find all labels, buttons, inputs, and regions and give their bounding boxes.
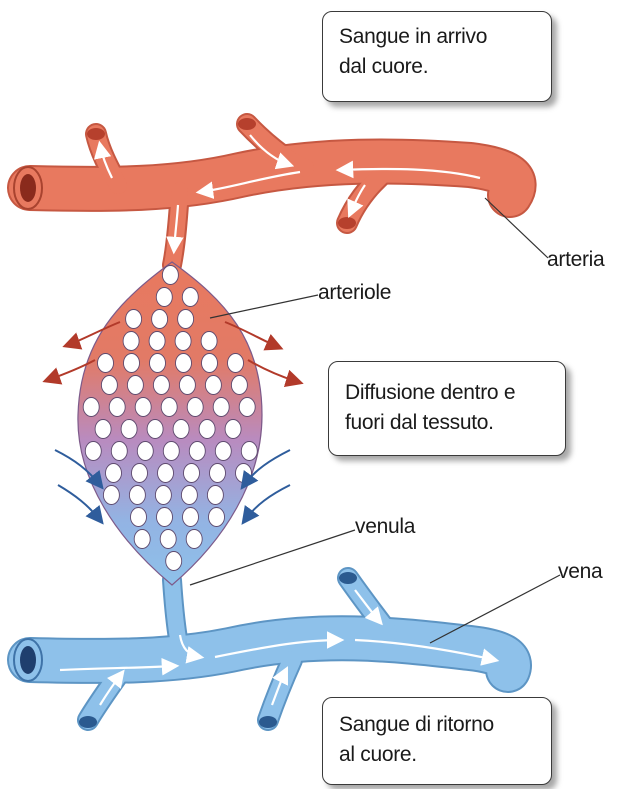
capillary-gap xyxy=(157,508,173,527)
capillary-gap xyxy=(98,354,114,373)
label-arteria: arteria xyxy=(547,248,604,272)
artery-branch-opening xyxy=(238,118,256,130)
label-vena: vena xyxy=(558,560,602,584)
capillary-gap xyxy=(123,332,139,351)
label-venula: venula xyxy=(355,515,415,539)
capillary-gap xyxy=(134,530,150,549)
capillary-gap xyxy=(184,464,200,483)
capillary-gap xyxy=(155,486,171,505)
capillary-gap xyxy=(173,420,189,439)
capillary-gap xyxy=(215,442,231,461)
capillary-gap xyxy=(137,442,153,461)
capillary-gap xyxy=(241,442,257,461)
capillary-gap xyxy=(181,486,197,505)
capillary-gap xyxy=(129,486,145,505)
capillary-gap xyxy=(162,266,178,285)
vein-lumen xyxy=(20,646,36,674)
capillary-gap xyxy=(121,420,137,439)
capillary-gap xyxy=(161,398,177,417)
capillary-gap xyxy=(103,486,119,505)
capillary-gap xyxy=(135,398,151,417)
capillary-gap xyxy=(189,442,205,461)
callout-top-line2: dal cuore. xyxy=(339,52,535,82)
capillary-gap xyxy=(158,464,174,483)
callout-blood-from-heart: Sangue in arrivo dal cuore. xyxy=(322,11,552,102)
capillary-gap xyxy=(178,310,194,329)
capillary-gap xyxy=(85,442,101,461)
capillary-gap xyxy=(149,332,165,351)
callout-mid-line2: fuori dal tessuto. xyxy=(345,408,549,438)
artery-branch-opening xyxy=(87,128,105,140)
capillary-gap xyxy=(210,464,226,483)
callout-bot-line2: al cuore. xyxy=(339,740,535,770)
capillary-gap xyxy=(175,332,191,351)
artery xyxy=(30,124,514,265)
capillary-gap xyxy=(150,354,166,373)
callout-bot-line1: Sangue di ritorno xyxy=(339,710,535,740)
capillary-gap xyxy=(83,398,99,417)
label-arteriole: arteriole xyxy=(318,281,391,305)
capillary-gap xyxy=(95,420,111,439)
vein-branch-opening xyxy=(259,716,277,728)
capillary-gap xyxy=(101,376,117,395)
callout-blood-to-heart: Sangue di ritorno al cuore. xyxy=(322,697,552,785)
capillary-gap xyxy=(111,442,127,461)
capillary-gap xyxy=(201,332,217,351)
vein-branch-opening xyxy=(79,716,97,728)
capillary-gap xyxy=(225,420,241,439)
vein-branch-opening xyxy=(339,572,357,584)
capillary-gap xyxy=(202,354,218,373)
capillary-gap xyxy=(106,464,122,483)
callout-mid-line1: Diffusione dentro e xyxy=(345,378,549,408)
capillary-gap xyxy=(231,376,247,395)
capillary-gap xyxy=(109,398,125,417)
capillary-gap xyxy=(186,530,202,549)
capillary-gap xyxy=(182,288,198,307)
callout-diffusion: Diffusione dentro e fuori dal tessuto. xyxy=(328,361,566,456)
artery-branch-opening xyxy=(338,217,356,229)
capillary-network xyxy=(78,262,262,585)
capillary-gap xyxy=(176,354,192,373)
capillary-gap xyxy=(207,486,223,505)
capillary-gap xyxy=(205,376,221,395)
capillary-gap xyxy=(126,310,142,329)
capillary-gap xyxy=(124,354,140,373)
capillary-gap xyxy=(166,552,182,571)
capillary-gap xyxy=(152,310,168,329)
capillary-gap xyxy=(183,508,199,527)
capillary-gap xyxy=(131,508,147,527)
capillary-gap xyxy=(199,420,215,439)
capillary-gap xyxy=(132,464,148,483)
capillary-gap xyxy=(209,508,225,527)
capillary-gap xyxy=(239,398,255,417)
capillary-gap xyxy=(147,420,163,439)
capillary-gap xyxy=(187,398,203,417)
capillary-gap xyxy=(153,376,169,395)
capillary-gap xyxy=(179,376,195,395)
callout-top-line1: Sangue in arrivo xyxy=(339,22,535,52)
capillary-gap xyxy=(163,442,179,461)
capillary-gap xyxy=(228,354,244,373)
capillary-gap xyxy=(213,398,229,417)
capillary-gap xyxy=(160,530,176,549)
capillary-gap xyxy=(156,288,172,307)
artery-lumen xyxy=(20,174,36,202)
capillary-gap xyxy=(127,376,143,395)
